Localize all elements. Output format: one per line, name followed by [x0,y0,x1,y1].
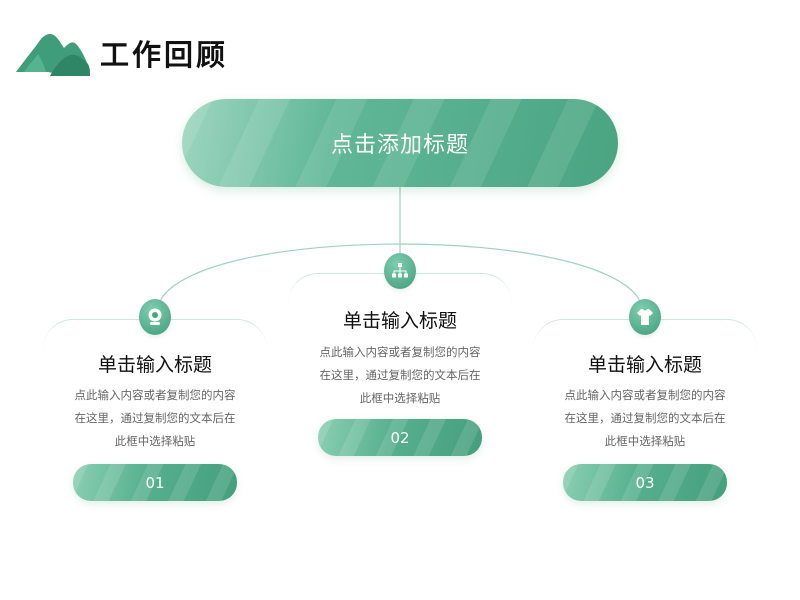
card-2-body-line: 此框中选择粘贴 [359,391,441,405]
card-3-body-line: 点此输入内容或者复制您的内容 [564,388,726,402]
card-2-number-pill[interactable]: 02 [318,419,482,456]
card-1-body-line: 点此输入内容或者复制您的内容 [74,388,236,402]
card-3-body: 点此输入内容或者复制您的内容 在这里，通过复制您的文本后在 此框中选择粘贴 [533,384,757,453]
main-title: 点击添加标题 [330,133,469,158]
card-1-number-pill[interactable]: 01 [73,464,237,501]
card-2-title: 单击输入标题 [342,310,457,332]
card-3-body-line: 在这里，通过复制您的文本后在 [564,411,726,425]
card-2-number: 02 [390,428,410,447]
card-2-body-line: 点此输入内容或者复制您的内容 [319,345,481,359]
card-1-number: 01 [145,473,165,492]
card-1-body-line: 此框中选择粘贴 [114,434,196,448]
card-1-title: 单击输入标题 [97,354,212,376]
card-2-body: 点此输入内容或者复制您的内容 在这里，通过复制您的文本后在 此框中选择粘贴 [288,341,512,410]
card-1-body: 点此输入内容或者复制您的内容 在这里，通过复制您的文本后在 此框中选择粘贴 [43,384,267,453]
card-3-body-line: 此框中选择粘贴 [604,434,686,448]
card-3-number-pill[interactable]: 03 [563,464,727,501]
card-1-body-line: 在这里，通过复制您的文本后在 [74,411,236,425]
card-3-title: 单击输入标题 [587,354,702,376]
card-3-number: 03 [635,473,655,492]
mountain-icon [16,34,90,76]
sitemap-icon [384,253,416,289]
shirt-icon [629,299,661,335]
page-title: 工作回顾 [100,38,229,72]
location-icon [139,299,171,335]
main-title-pill[interactable]: 点击添加标题 [182,99,618,187]
card-2-body-line: 在这里，通过复制您的文本后在 [319,368,481,382]
